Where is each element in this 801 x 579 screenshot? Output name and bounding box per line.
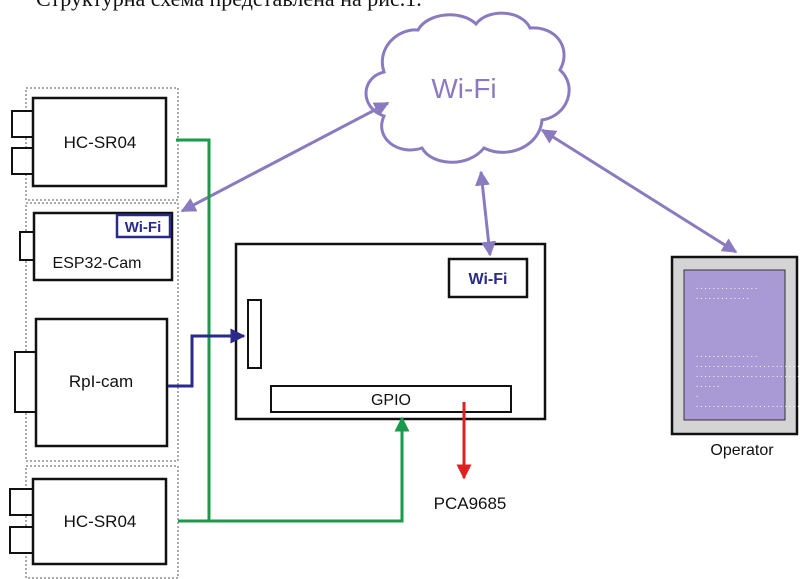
sensor-bottom: HC-SR04 [9,477,168,566]
sensor-bottom-transducer-2 [9,526,35,554]
screen-text-line: ............. [695,293,750,301]
cloud-outline [364,11,571,164]
gpio-label: GPIO [371,392,411,409]
camera-label: RpI-cam [69,372,133,391]
wire-sensors-bus [176,138,211,523]
wifi-links [180,101,738,257]
screen-text-line: ...... [695,381,720,389]
esp32-label: ESP32-Cam [53,255,142,272]
sensor-top-transducer-2 [11,147,35,175]
monitor-screen [683,269,786,421]
wire-to-gpio [209,416,410,523]
screen-text: ........................................… [695,283,801,409]
sensor-bottom-label: HC-SR04 [64,512,137,531]
module-frame-sensor-top [25,87,179,201]
screen-text-line: . [695,391,699,399]
camera-connector [247,299,262,369]
link-cloud-operator [540,128,738,254]
sensor-bottom-transducer-1 [9,488,35,516]
sensor-wiring [176,138,410,523]
screen-text-line: ............... [695,351,758,359]
link-cloud-board [474,170,497,257]
camera-body [34,317,169,448]
sensor-top-body [31,96,168,188]
esp32-wifi-label: Wi-Fi [125,219,162,236]
link-cloud-esp32 [180,101,390,213]
operator-label: Operator [710,442,774,459]
screen-text-line: .............................. [695,371,801,379]
camera-lens [14,351,38,413]
camera-module: RpI-cam [14,317,169,448]
screen-text-line: .......................... [695,361,801,369]
sensor-top: HC-SR04 [11,96,168,188]
gpio-header [270,385,512,413]
figure-caption: Структурна схема представлена на рис.1. [36,0,422,12]
operator-monitor: ........................................… [670,255,801,459]
module-frame-middle [25,202,179,462]
cloud-label: Wi-Fi [431,73,496,104]
sensor-top-transducer-1 [11,110,35,138]
sensor-bottom-body [31,477,168,566]
esp32-module: Wi-Fi ESP32-Cam [19,211,174,282]
wifi-cloud: Wi-Fi [364,11,571,164]
esp32-wifi-badge [115,213,172,239]
screen-text-line: ............... [695,283,758,291]
sensor-top-label: HC-SR04 [64,133,137,152]
board-wifi-label: Wi-Fi [469,271,508,288]
camera-cable [168,328,246,388]
board-wifi-module [447,257,529,299]
pca-output: PCA9685 [434,402,507,513]
main-board: Wi-Fi GPIO [234,242,547,421]
pca-label: PCA9685 [434,494,507,513]
screen-text-line: .............................. [695,401,801,409]
